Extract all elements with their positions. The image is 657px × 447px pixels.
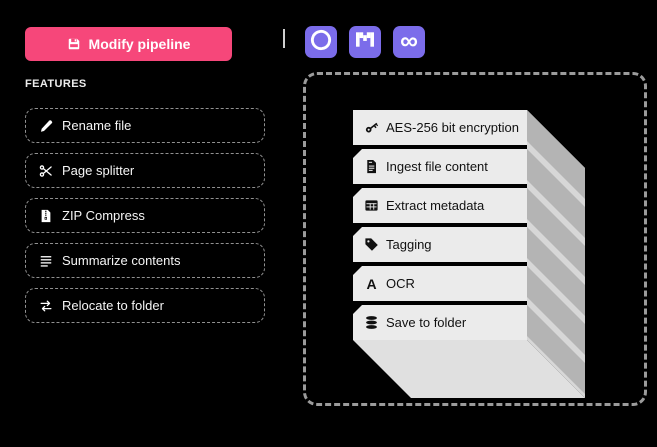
key-icon	[364, 120, 379, 135]
header-divider	[283, 29, 285, 48]
pipeline-step-save-to-folder[interactable]: Save to folder	[353, 305, 527, 340]
pipeline-step-extract-metadata[interactable]: Extract metadata	[353, 188, 527, 223]
pipeline-step-aes-encryption[interactable]: AES-256 bit encryption	[353, 110, 527, 145]
letter-a-icon: A	[366, 275, 377, 292]
pencil-icon	[39, 119, 53, 133]
feature-item-label: Summarize contents	[62, 253, 181, 268]
file-text-icon	[364, 159, 379, 174]
pipeline-dropzone: AES-256 bit encryption Ingest file con	[303, 72, 647, 406]
feature-item-page-splitter[interactable]: Page splitter	[25, 153, 265, 188]
feature-item-zip-compress[interactable]: ZIP Compress	[25, 198, 265, 233]
move-arrows-icon	[39, 299, 53, 313]
list-lines-icon	[39, 254, 53, 268]
database-icon	[364, 315, 379, 330]
pipeline-step-ocr[interactable]: A OCR	[353, 266, 527, 301]
modify-pipeline-button[interactable]: Modify pipeline	[25, 27, 232, 61]
openai-icon	[310, 29, 332, 56]
feature-item-label: ZIP Compress	[62, 208, 145, 223]
step-label: OCR	[386, 276, 415, 291]
meta-infinity-icon: ∞	[400, 26, 418, 55]
step-label: Ingest file content	[386, 159, 488, 174]
pipeline-step-tagging[interactable]: Tagging	[353, 227, 527, 262]
zip-file-icon	[39, 209, 53, 223]
modify-pipeline-label: Modify pipeline	[88, 36, 191, 52]
feature-item-label: Rename file	[62, 118, 132, 133]
feature-item-summarize-contents[interactable]: Summarize contents	[25, 243, 265, 278]
pipeline-step-ingest-file[interactable]: Ingest file content	[353, 149, 527, 184]
features-heading: FEATURES	[25, 78, 87, 90]
feature-item-label: Page splitter	[62, 163, 135, 178]
table-icon	[364, 198, 379, 213]
step-label: Tagging	[386, 237, 432, 252]
feature-item-relocate-to-folder[interactable]: Relocate to folder	[25, 288, 265, 323]
pipeline-stack: AES-256 bit encryption Ingest file con	[353, 110, 585, 398]
feature-item-label: Relocate to folder	[62, 298, 164, 313]
provider-tile-mistral[interactable]	[349, 26, 381, 58]
tag-icon	[364, 237, 379, 252]
feature-item-rename-file[interactable]: Rename file	[25, 108, 265, 143]
step-label: Extract metadata	[386, 198, 485, 213]
step-label: AES-256 bit encryption	[386, 120, 519, 135]
provider-tile-meta[interactable]: ∞	[393, 26, 425, 58]
step-label: Save to folder	[386, 315, 467, 330]
provider-tile-openai[interactable]	[305, 26, 337, 58]
scissors-icon	[39, 164, 53, 178]
mistral-m-icon	[356, 32, 374, 52]
save-icon	[67, 37, 81, 51]
